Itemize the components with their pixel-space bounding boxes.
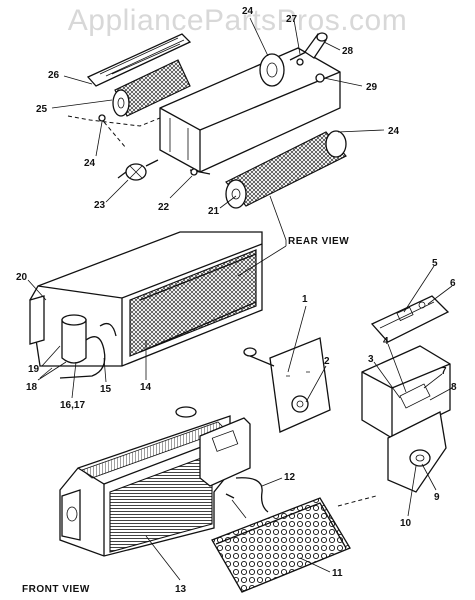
- callout-9: 9: [434, 492, 440, 503]
- part-25-blower-wheel: [112, 59, 191, 117]
- callout-29: 29: [366, 82, 378, 93]
- callout-19: 19: [28, 364, 40, 375]
- callout-12: 12: [284, 472, 296, 483]
- callout-27: 27: [286, 14, 298, 25]
- front-view-label: FRONT VIEW: [22, 584, 90, 595]
- callout-8: 8: [451, 382, 457, 393]
- callout-7: 7: [441, 366, 447, 377]
- part-20-panel: [29, 295, 45, 345]
- callout-numbers: 1 2 3 4 5 6 7 8 9 10 11 12 13 14 15 16,1…: [16, 6, 457, 595]
- part-11-filter: [211, 497, 351, 593]
- part-5-control-panel: [370, 295, 450, 343]
- callout-1: 1: [302, 294, 308, 305]
- part-29-clip: [315, 73, 325, 83]
- part-13-front-grille: [109, 453, 213, 553]
- callout-23: 23: [94, 200, 106, 211]
- callout-4: 4: [383, 336, 389, 347]
- callout-18: 18: [26, 382, 38, 393]
- callout-3: 3: [368, 354, 374, 365]
- callout-28: 28: [342, 46, 354, 57]
- callout-22: 22: [158, 202, 170, 213]
- callout-11: 11: [332, 568, 343, 579]
- callout-24-top: 24: [242, 6, 254, 17]
- callout-16-17: 16,17: [60, 400, 85, 411]
- callout-25: 25: [36, 104, 48, 115]
- callout-15: 15: [100, 384, 112, 395]
- callout-14: 14: [140, 382, 152, 393]
- callout-10: 10: [400, 518, 412, 529]
- callout-2: 2: [324, 356, 330, 367]
- part-21-blower-wheel: [225, 130, 347, 209]
- scroll-housing: [159, 47, 341, 173]
- chassis-rear: [29, 231, 263, 379]
- blower-assembly: [67, 32, 347, 209]
- control-assembly: [337, 295, 451, 507]
- callout-13: 13: [175, 584, 187, 595]
- part-12-power-cord: [235, 477, 269, 513]
- part-23-motor: [117, 159, 159, 181]
- callout-24-left: 24: [84, 158, 96, 169]
- callout-21: 21: [208, 206, 220, 217]
- leader-lines: [27, 17, 453, 581]
- part-1-bracket: [243, 337, 331, 433]
- rear-view-label: REAR VIEW: [288, 236, 349, 247]
- part-6-control-box-front: [199, 417, 251, 487]
- callout-26: 26: [48, 70, 60, 81]
- callout-5: 5: [432, 258, 438, 269]
- part-14-coil: [129, 249, 257, 357]
- callout-6: 6: [450, 278, 456, 289]
- callout-20: 20: [16, 272, 28, 283]
- callout-24-right: 24: [388, 126, 400, 137]
- compressor: [61, 314, 87, 364]
- unit-front: [59, 406, 269, 557]
